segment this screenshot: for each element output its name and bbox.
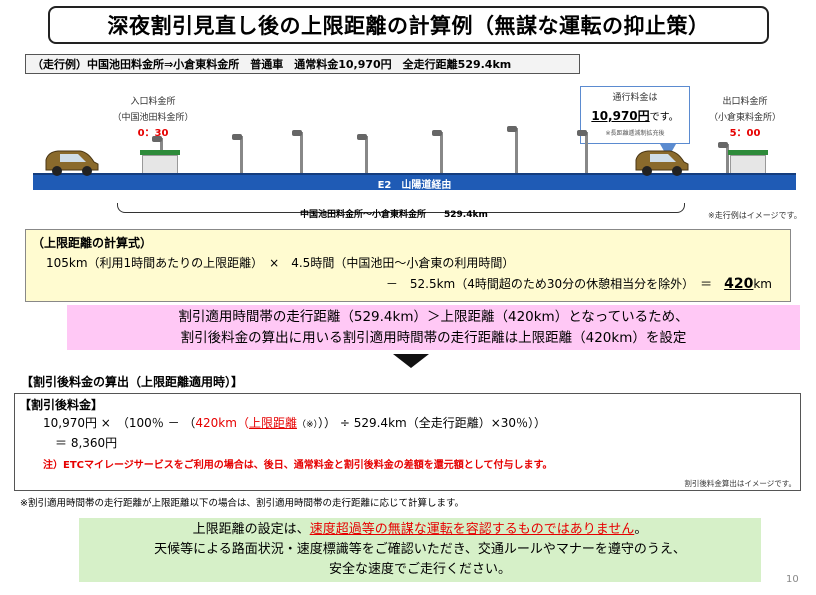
calc-l1-d: （※） bbox=[296, 420, 319, 430]
page-number: 10 bbox=[786, 574, 799, 585]
highway-road: E2 山陽道経由 bbox=[33, 173, 796, 191]
fare-callout-amount-line: 10,970円です。 bbox=[581, 107, 689, 124]
lamp-pole bbox=[585, 132, 588, 173]
fare-callout: 通行料金は 10,970円です。 ※長距離逓減制拡充後 bbox=[580, 86, 690, 144]
route-example: （走行例）中国池田料金所⇒小倉東料金所 普通車 通常料金10,970円 全走行距… bbox=[25, 54, 580, 74]
distance-value: 529.4km bbox=[444, 210, 488, 220]
formula-line-2-text: － 52.5km（4時間超のため30分の休憩相当分を除外） ＝ bbox=[385, 277, 725, 291]
entry-gate-label: 入口料金所 （中国池田料金所） 0：30 bbox=[108, 94, 198, 142]
calc-l1-e: ） bbox=[318, 416, 325, 430]
exit-booth-roof bbox=[728, 150, 768, 155]
lamp-pole bbox=[726, 144, 729, 173]
calc-box-title: 【割引後料金】 bbox=[19, 398, 104, 412]
exit-gate-label: 出口料金所 （小倉東料金所） 5：00 bbox=[700, 94, 790, 142]
distance-label: 中国池田料金所～小倉東料金所 529.4km bbox=[300, 207, 488, 220]
calc-box: 【割引後料金】 10,970円 × （100％ － （420km（上限距離（※）… bbox=[14, 393, 801, 491]
formula-result-unit: km bbox=[753, 277, 772, 291]
notice-l1-a: 上限距離の設定は、 bbox=[192, 522, 310, 537]
lamp-head bbox=[432, 130, 442, 136]
formula-line-2: － 52.5km（4時間超のため30分の休憩相当分を除外） ＝ 420km bbox=[386, 275, 772, 292]
calc-l1-f: ） ÷ 529.4km（全走行距離）×30％）） bbox=[324, 416, 547, 430]
notice-line-1: 上限距離の設定は、速度超過等の無謀な運転を容認するものではありません。 bbox=[193, 520, 648, 540]
lamp-head bbox=[577, 130, 587, 136]
notice-l1-b: 速度超過等の無謀な運転を容認するものではありません bbox=[309, 522, 635, 537]
safety-notice: 上限距離の設定は、速度超過等の無謀な運転を容認するものではありません。 天候等に… bbox=[79, 518, 761, 582]
explanation-box: 割引適用時間帯の走行距離（529.4km）＞上限距離（420km）となっているた… bbox=[67, 305, 800, 350]
page-title: 深夜割引見直し後の上限距離の計算例（無謀な運転の抑止策） bbox=[48, 6, 769, 44]
arrow-down-icon bbox=[393, 354, 429, 368]
lamp-head bbox=[292, 130, 302, 136]
fare-callout-note: ※長距離逓減制拡充後 bbox=[605, 130, 665, 137]
route-illustration: 入口料金所 （中国池田料金所） 0：30 通行料金は 10,970円です。 ※長… bbox=[0, 76, 816, 226]
lamp-head bbox=[152, 136, 162, 142]
notice-l1-c: 。 bbox=[634, 522, 648, 537]
exit-gate-name: 出口料金所 bbox=[722, 97, 768, 107]
calc-l1-a: 10,970円 × （100％ － （ bbox=[43, 416, 196, 430]
calc-heading: 【割引後料金の算出（上限距離適用時）】 bbox=[21, 375, 244, 389]
calc-line-2: ＝ 8,360円 bbox=[55, 436, 118, 450]
car-icon bbox=[45, 150, 99, 176]
distance-route: 中国池田料金所～小倉東料金所 bbox=[300, 210, 427, 220]
entry-booth-roof bbox=[140, 150, 180, 155]
lamp-pole bbox=[300, 132, 303, 173]
calc-note: 注）ETCマイレージサービスをご利用の場合は、後日、通常料金と割引後料金の差額を… bbox=[43, 460, 553, 471]
entry-gate-name: 入口料金所 bbox=[130, 97, 176, 107]
lamp-head bbox=[357, 134, 367, 140]
formula-box: （上限距離の計算式） 105km（利用1時間あたりの上限距離） × 4.5時間（… bbox=[25, 229, 791, 302]
exit-gate-time: 5：00 bbox=[729, 128, 761, 139]
calc-line-1: 10,970円 × （100％ － （420km（上限距離（※））） ÷ 529… bbox=[43, 414, 546, 431]
notice-line-2: 天候等による路面状況・速度標識等をご確認いただき、交通ルールやマナーを遵守のうえ… bbox=[154, 542, 686, 557]
notice-line-3: 安全な速度でご走行ください。 bbox=[328, 562, 511, 577]
lamp-pole bbox=[365, 136, 368, 173]
formula-result: 420 bbox=[724, 276, 754, 292]
lamp-head bbox=[718, 142, 728, 148]
lamp-pole bbox=[240, 136, 243, 173]
calc-l1-b: 420km（ bbox=[195, 416, 249, 430]
lamp-head bbox=[232, 134, 242, 140]
road-label: E2 山陽道経由 bbox=[377, 180, 452, 191]
explanation-line-1: 割引適用時間帯の走行距離（529.4km）＞上限距離（420km）となっているた… bbox=[178, 308, 689, 325]
calc-image-note: 割引後料金算出はイメージです。 bbox=[684, 479, 796, 488]
scene-note: ※走行例はイメージです。 bbox=[708, 211, 802, 220]
entry-gate-time: 0：30 bbox=[137, 128, 169, 139]
fare-suffix: です。 bbox=[649, 112, 679, 123]
entry-gate-place: （中国池田料金所） bbox=[112, 113, 194, 123]
lamp-pole bbox=[515, 128, 518, 173]
calc-l1-c: 上限距離 bbox=[248, 416, 297, 430]
fare-callout-label: 通行料金は bbox=[612, 93, 658, 103]
formula-title: （上限距離の計算式） bbox=[32, 236, 153, 250]
lamp-pole bbox=[440, 132, 443, 173]
lamp-head bbox=[507, 126, 517, 132]
bottom-note: ※割引適用時間帯の走行距離が上限距離以下の場合は、割引適用時間帯の走行距離に応じ… bbox=[20, 498, 465, 509]
exit-gate-place: （小倉東料金所） bbox=[708, 113, 781, 123]
car-icon bbox=[635, 150, 689, 176]
formula-line-1: 105km（利用1時間あたりの上限距離） × 4.5時間（中国池田～小倉東の利用… bbox=[46, 256, 515, 270]
explanation-line-2: 割引後料金の算出に用いる割引適用時間帯の走行距離は上限距離（420km）を設定 bbox=[180, 329, 687, 346]
fare-amount: 10,970円 bbox=[591, 109, 650, 123]
